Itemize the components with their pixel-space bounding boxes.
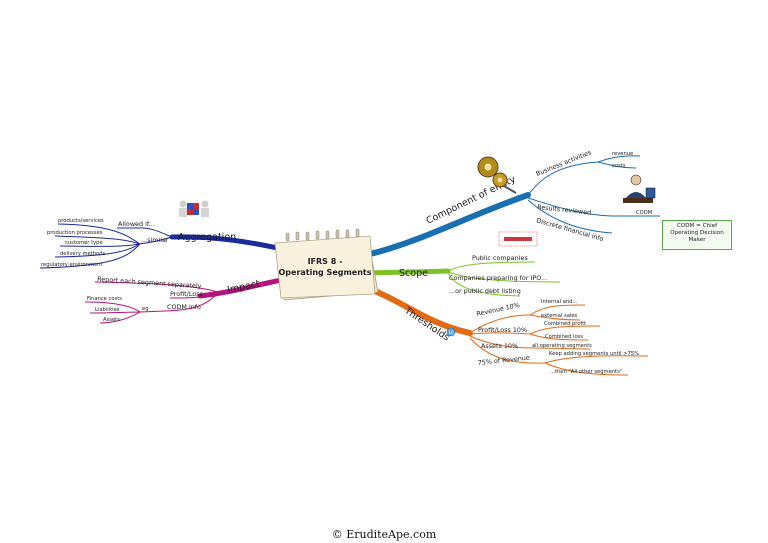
- report-label: Report each segment separately: [97, 275, 202, 290]
- debt-listing-label: ...or public debt listing: [449, 287, 521, 295]
- puzzle-people-icon: [179, 200, 209, 217]
- costs-label: costs: [612, 163, 626, 169]
- allowed-if-label: Allowed if...: [118, 220, 155, 228]
- external-label: external sales: [541, 313, 578, 319]
- similar-label: ...similar: [141, 236, 169, 244]
- internal-label: Internal and...: [541, 299, 578, 305]
- revenue-10-label: Revenue 10%: [476, 301, 521, 318]
- public-companies-label: Public companies: [472, 254, 528, 262]
- ipo-label: Companies preparing for IPO...: [449, 274, 547, 282]
- impact-item-assets: Assets: [103, 317, 120, 323]
- results-reviewed-label: Results reviewed: [537, 203, 592, 217]
- other-segments-label: ...then "All other segments": [550, 369, 622, 375]
- branch-scope: [369, 268, 451, 276]
- branch-component: [367, 192, 531, 257]
- agg-item-delivery: delivery methods: [60, 251, 106, 257]
- aggregation-label: Aggregation: [178, 232, 236, 243]
- keep-adding-label: Keep adding segments until >75%: [549, 351, 639, 357]
- threshold-badge: [446, 327, 456, 337]
- rev75-label: 75% of Revenue: [477, 354, 530, 367]
- center-title-line1: IFRS 8 -: [308, 257, 343, 266]
- scope-label: Scope: [399, 268, 428, 279]
- impact-label: Impact: [226, 278, 261, 296]
- impact-item-liabilities: Liabilities: [95, 307, 120, 313]
- profit-loss-label: Profit/Loss: [170, 290, 204, 298]
- all-ops-label: all operating segments: [532, 343, 592, 349]
- codm-note: CODM = Chief Operating Decision Maker: [662, 220, 732, 250]
- footer-copyright: © EruditeApe.com: [331, 528, 437, 541]
- agg-item-regulatory: regulatory environment: [41, 262, 103, 268]
- agg-item-products: products/services: [58, 218, 104, 224]
- gears-icon: [477, 156, 517, 194]
- businessman-at-desk-icon: [616, 170, 658, 210]
- assets-10-label: Assets 10%: [481, 342, 518, 350]
- agg-item-processes: production processes: [47, 230, 103, 236]
- combined-loss-label: Combined loss: [545, 334, 583, 340]
- stamp-icon: [498, 231, 538, 247]
- profit-10-label: Profit/Loss 10%: [478, 326, 527, 334]
- combined-profit-label: Combined profit: [544, 321, 586, 327]
- impact-item-finance: Finance costs: [87, 296, 122, 302]
- revenue-label: revenue: [612, 151, 633, 157]
- branch-aggregation: [169, 234, 285, 252]
- eg-label: eg: [142, 306, 148, 312]
- codm-info-label: CODM info: [167, 303, 201, 311]
- discrete-info-label: Discrete financial info: [535, 216, 604, 243]
- agg-item-customer: customer type: [65, 240, 103, 246]
- business-activities-label: Business activities: [535, 148, 593, 178]
- threshold-badge-number: 10: [449, 330, 455, 335]
- codm-label: CODM: [636, 210, 652, 216]
- center-notepad: IFRS 8 - Operating Segments: [274, 228, 379, 301]
- center-title-line2: Operating Segments: [278, 268, 371, 277]
- branch-thresholds: [369, 287, 473, 336]
- branch-impact: [197, 277, 285, 299]
